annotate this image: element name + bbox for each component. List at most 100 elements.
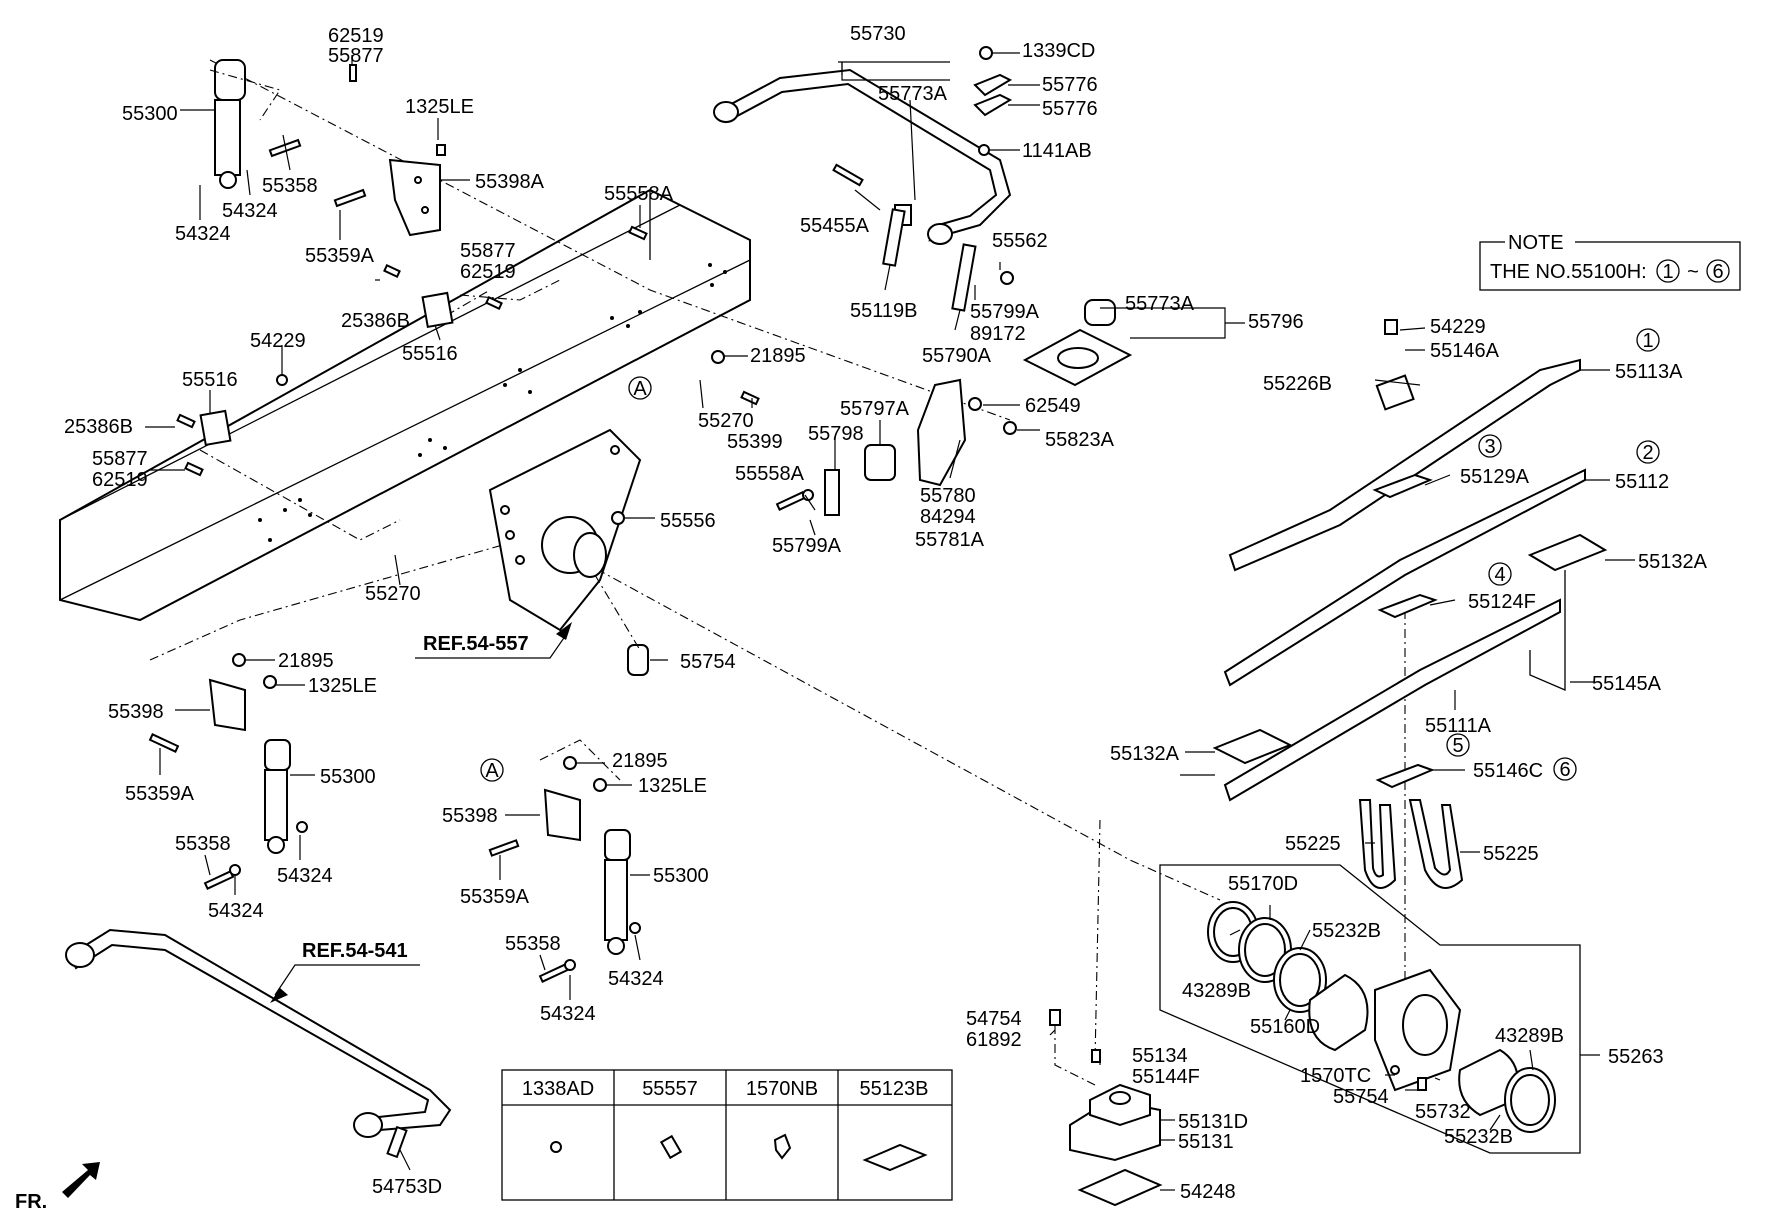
legend-header-55557: 55557	[642, 1078, 698, 1100]
label-43289B: 43289B	[1495, 1025, 1564, 1047]
frame-rail	[59, 188, 751, 622]
legend-header-55123B: 55123B	[860, 1078, 929, 1100]
label-55773A: 55773A	[1125, 293, 1195, 315]
leaf-spring-55111A	[1223, 598, 1561, 802]
label-55516: 55516	[182, 369, 238, 391]
spring-hanger	[488, 428, 649, 676]
reference-arrow-54557	[415, 622, 572, 659]
label-54324: 54324	[608, 968, 664, 990]
callout-5: 5	[1452, 735, 1463, 757]
bracket-55398-left	[208, 678, 246, 732]
label-55146A: 55146A	[1430, 340, 1500, 362]
callout-2: 2	[1642, 442, 1653, 464]
label-1141AB: 1141AB	[1022, 140, 1092, 162]
note-from: 1	[1662, 261, 1673, 283]
label-1325LE: 1325LE	[405, 96, 474, 118]
callout-numbers: 1 2 3 4 5 6 A A	[485, 330, 1653, 782]
label-55732: 55732	[1415, 1101, 1471, 1123]
callout-A: A	[633, 378, 647, 400]
label-55877: 55877	[92, 448, 148, 470]
label-25386B: 25386B	[64, 416, 133, 438]
bracket-55398-mid	[543, 788, 581, 842]
label-55798: 55798	[808, 423, 864, 445]
legend-table	[501, 1069, 953, 1201]
label-54324: 54324	[175, 223, 231, 245]
label-55226B: 55226B	[1263, 373, 1332, 395]
label-55359A: 55359A	[125, 783, 195, 805]
leaf-pads	[1212, 319, 1608, 789]
label-55145A: 55145A	[1592, 673, 1662, 695]
label-21895: 21895	[750, 345, 806, 367]
label-55799A: 55799A	[772, 535, 842, 557]
label-55359A: 55359A	[460, 886, 530, 908]
label-55134: 55134	[1132, 1045, 1188, 1067]
callout-6: 6	[1559, 759, 1570, 781]
fr-direction-label: FR.	[15, 1191, 47, 1211]
callout-1: 1	[1642, 330, 1653, 352]
label-55823A: 55823A	[1045, 429, 1115, 451]
shock-absorber-middle	[604, 829, 631, 955]
label-62519: 62519	[460, 261, 516, 283]
stabilizer-bar-lower	[65, 928, 452, 1159]
stabilizer-bar-upper	[713, 68, 1012, 312]
label-55144F: 55144F	[1132, 1066, 1200, 1088]
shock-absorber-left	[264, 739, 291, 854]
label-55776: 55776	[1042, 74, 1098, 96]
label-55119B: 55119B	[850, 300, 917, 322]
label-55516: 55516	[402, 343, 458, 365]
legend-headers: 1338AD 55557 1570NB 55123B	[522, 1078, 929, 1100]
label-55773A: 55773A	[878, 83, 948, 105]
label-55556: 55556	[660, 510, 716, 532]
label-62519: 62519	[328, 25, 384, 47]
legend-header-1570NB: 1570NB	[746, 1078, 818, 1100]
label-55232B: 55232B	[1312, 920, 1381, 942]
plate-55516-upper	[421, 291, 454, 329]
label-21895: 21895	[278, 650, 334, 672]
label-55146C: 55146C	[1473, 760, 1543, 782]
label-55398: 55398	[108, 701, 164, 723]
label-55455A: 55455A	[800, 215, 870, 237]
mount-55131	[1049, 1009, 1163, 1207]
label-55780: 55780	[920, 485, 976, 507]
label-55790A: 55790A	[922, 345, 992, 367]
nut-1338AD-icon	[550, 1141, 562, 1153]
label-54229: 54229	[250, 330, 306, 352]
label-55359A: 55359A	[305, 245, 375, 267]
label-55300: 55300	[320, 766, 376, 788]
note-text: NOTE THE NO.55100H: 1 ~ 6	[1490, 232, 1724, 283]
label-55796: 55796	[1248, 311, 1304, 333]
label-55132A: 55132A	[1638, 551, 1708, 573]
callout-A: A	[485, 760, 499, 782]
label-54324: 54324	[208, 900, 264, 922]
legend-header-1338AD: 1338AD	[522, 1078, 594, 1100]
label-55129A: 55129A	[1460, 466, 1530, 488]
label-55754: 55754	[680, 651, 736, 673]
bracket-55398A	[388, 158, 441, 237]
label-55358: 55358	[262, 175, 318, 197]
label-55877: 55877	[460, 240, 516, 262]
label-1325LE: 1325LE	[308, 675, 377, 697]
label-84294: 84294	[920, 506, 976, 528]
reference-arrow-54541	[270, 964, 420, 1003]
group-box-55263	[1159, 864, 1581, 1154]
label-55124F: 55124F	[1468, 591, 1536, 613]
label-55562: 55562	[992, 230, 1048, 252]
label-1570TC: 1570TC	[1300, 1065, 1371, 1087]
label-25386B: 25386B	[341, 310, 410, 332]
label-55225: 55225	[1285, 833, 1341, 855]
label-55160D: 55160D	[1250, 1016, 1320, 1038]
label-55132A: 55132A	[1110, 743, 1180, 765]
ref-54-541: REF.54-541	[302, 940, 408, 962]
label-55300: 55300	[122, 103, 178, 125]
label-55112: 55112	[1615, 471, 1669, 493]
label-55270: 55270	[365, 583, 421, 605]
label-62549: 62549	[1025, 395, 1081, 417]
plate-55516-left	[199, 409, 232, 447]
note-box	[1479, 234, 1741, 291]
label-55225: 55225	[1483, 843, 1539, 865]
plate-55123B-icon	[862, 1143, 928, 1172]
label-55781A: 55781A	[915, 529, 985, 551]
leader-lines	[145, 52, 1635, 1191]
label-54324: 54324	[540, 1003, 596, 1025]
